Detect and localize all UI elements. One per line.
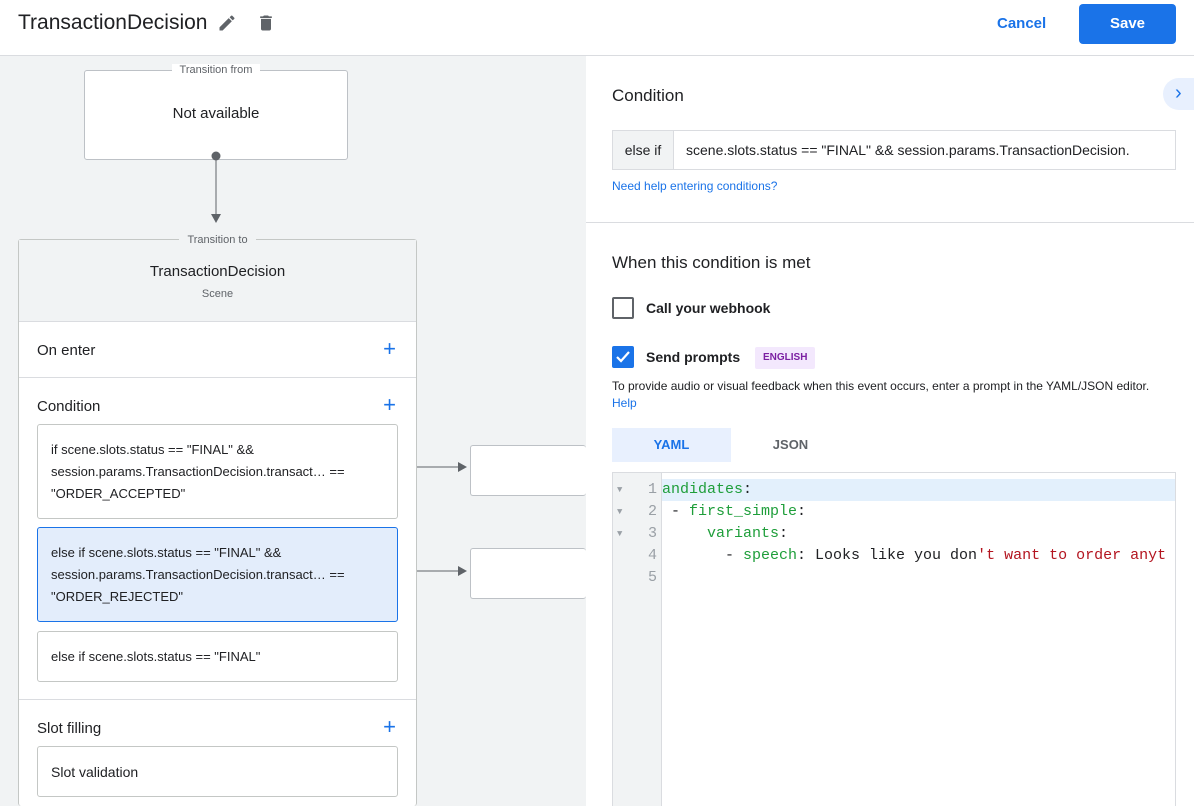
delete-icon[interactable] [256, 12, 276, 34]
condition-card[interactable]: else if scene.slots.status == "FINAL" [37, 631, 398, 682]
condition-label: Condition [37, 398, 101, 415]
transition-to-legend: Transition to [179, 234, 256, 246]
transition-from-node: Transition from Not available [84, 64, 348, 160]
met-title: When this condition is met [612, 253, 811, 272]
prompt-info: To provide audio or visual feedback when… [612, 378, 1172, 412]
add-on-enter-icon[interactable]: + [383, 336, 396, 361]
target-node[interactable] [470, 548, 586, 599]
condition-card[interactable]: if scene.slots.status == "FINAL" && sess… [37, 424, 398, 519]
scene-name[interactable]: TransactionDecision [149, 263, 286, 280]
condition-section: Condition + if scene.slots.status == "FI… [19, 377, 416, 699]
tab-yaml[interactable]: YAML [612, 428, 731, 462]
divider [586, 222, 1194, 223]
scene-type: Scene [201, 288, 234, 300]
code-editor[interactable]: ▼1 ▼2 ▼3 4 5 andidates: - first_simple: … [612, 472, 1176, 806]
flow-canvas: Transition from Not available Transition… [0, 56, 586, 806]
language-badge: ENGLISH [755, 347, 816, 369]
help-conditions-link[interactable]: Need help entering conditions? [612, 179, 778, 193]
condition-input[interactable]: else if scene.slots.status == "FINAL" &&… [612, 130, 1176, 170]
cancel-button[interactable]: Cancel [997, 15, 1047, 32]
transition-from-value: Not available [172, 105, 260, 122]
condition-card-selected[interactable]: else if scene.slots.status == "FINAL" &&… [37, 527, 398, 622]
slot-validation-card[interactable]: Slot validation [37, 746, 398, 797]
fold-icon[interactable]: ▼ [617, 529, 623, 539]
fold-icon[interactable]: ▼ [617, 485, 623, 495]
add-condition-icon[interactable]: + [383, 392, 396, 417]
fold-icon[interactable]: ▼ [617, 507, 623, 517]
webhook-checkbox[interactable] [612, 297, 634, 319]
on-enter-label: On enter [37, 342, 96, 359]
editor-gutter: ▼1 ▼2 ▼3 4 5 [613, 473, 662, 806]
header: TransactionDecision Cancel Save [0, 0, 1194, 56]
edit-icon[interactable] [217, 13, 237, 33]
save-button[interactable]: Save [1079, 4, 1176, 44]
condition-value[interactable]: scene.slots.status == "FINAL" && session… [686, 142, 1130, 158]
slot-filling-label: Slot filling [37, 720, 102, 737]
collapse-panel-chevron-icon[interactable]: › [1163, 78, 1194, 110]
prompts-checkbox[interactable] [612, 346, 634, 368]
condition-title: Condition [612, 86, 684, 105]
add-slot-icon[interactable]: + [383, 714, 396, 739]
condition-prefix: else if [613, 131, 674, 169]
editor-content[interactable]: andidates: - first_simple: variants: - s… [662, 479, 1175, 589]
webhook-label: Call your webhook [646, 300, 771, 316]
on-enter-section: On enter + [19, 321, 416, 377]
prompts-label: Send prompts [646, 349, 741, 365]
scene-title: TransactionDecision [18, 11, 208, 34]
slot-filling-section: Slot filling + Slot validation [19, 699, 416, 806]
prompt-info-text: To provide audio or visual feedback when… [612, 379, 1150, 393]
help-link[interactable]: Help [612, 396, 637, 410]
transition-from-legend: Transition from [171, 64, 261, 76]
scene-node: Transition to TransactionDecision Scene … [18, 234, 417, 806]
check-icon [616, 351, 630, 363]
condition-panel: › Condition else if scene.slots.status =… [586, 56, 1194, 806]
target-node[interactable] [470, 445, 586, 496]
tab-json[interactable]: JSON [772, 437, 809, 452]
